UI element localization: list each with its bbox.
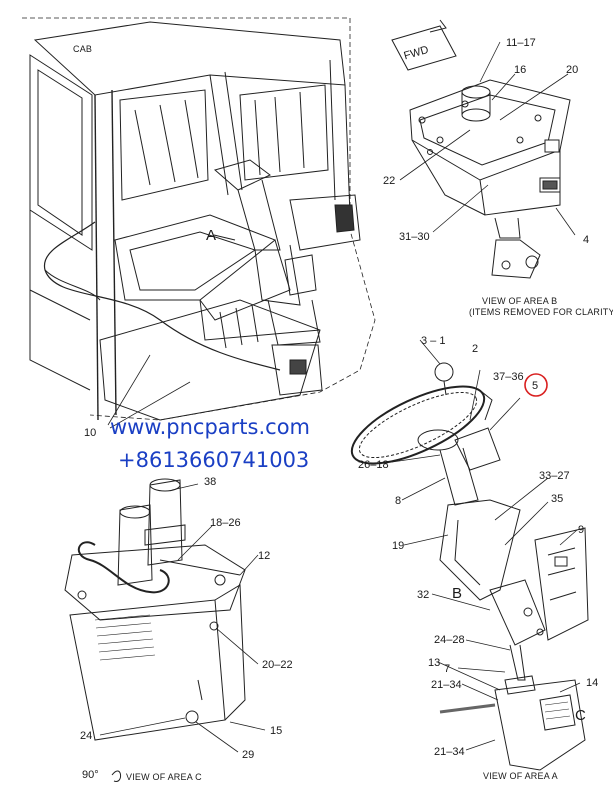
callout-4: 4 [583, 234, 589, 246]
callout-5-highlight [524, 373, 548, 397]
area-c-view-title: VIEW OF AREA C [126, 772, 202, 782]
cab-label: CAB [73, 44, 92, 54]
callout-12: 12 [258, 550, 270, 562]
area-a-illustration [350, 339, 589, 771]
area-b-view-note: (ITEMS REMOVED FOR CLARITY) [469, 307, 613, 317]
callout-18-26: 18–26 [210, 517, 241, 529]
callout-13: 13 [428, 657, 440, 669]
area-c-rotation: 90° [82, 769, 99, 781]
callout-31-30: 31–30 [399, 231, 430, 243]
area-b-letter: B [452, 585, 462, 602]
callout-24-28: 24–28 [434, 634, 465, 646]
callout-26-18: 26–18 [358, 459, 389, 471]
callout-7: 7 [444, 663, 450, 675]
callout-24-c: 24 [80, 730, 92, 742]
callout-14: 14 [586, 677, 598, 689]
area-b-illustration [391, 19, 576, 279]
callout-32: 32 [417, 589, 429, 601]
callout-22: 22 [383, 175, 395, 187]
cab-overview-illustration [22, 17, 376, 429]
area-b-view-title: VIEW OF AREA B [482, 296, 557, 306]
callout-2: 2 [472, 343, 478, 355]
callout-21-34-bottom: 21–34 [434, 746, 465, 758]
callout-19: 19 [392, 540, 404, 552]
callout-11-17: 11–17 [506, 37, 536, 49]
callout-20-22: 20–22 [262, 659, 293, 671]
callout-9: 9 [578, 524, 584, 536]
callout-5: 5 [532, 380, 538, 392]
callout-8: 8 [395, 495, 401, 507]
area-c-letter: C [575, 707, 586, 724]
callout-16: 16 [514, 64, 526, 76]
area-c-illustration [64, 478, 266, 782]
area-a-view-title: VIEW OF AREA A [483, 771, 558, 781]
callout-3-1: 3 – 1 [421, 335, 445, 347]
callout-38: 38 [204, 476, 216, 488]
watermark-phone: +8613660741003 [118, 448, 309, 472]
callout-20: 20 [566, 64, 578, 76]
area-a-letter: A [206, 227, 216, 244]
callout-21-34-top: 21–34 [431, 679, 462, 691]
callout-33-27: 33–27 [539, 470, 570, 482]
callout-10: 10 [84, 427, 96, 439]
watermark-url: www.pncparts.com [110, 415, 310, 439]
callout-35: 35 [551, 493, 563, 505]
callout-15: 15 [270, 725, 282, 737]
callout-29: 29 [242, 749, 254, 761]
callout-37-36: 37–36 [493, 371, 524, 383]
